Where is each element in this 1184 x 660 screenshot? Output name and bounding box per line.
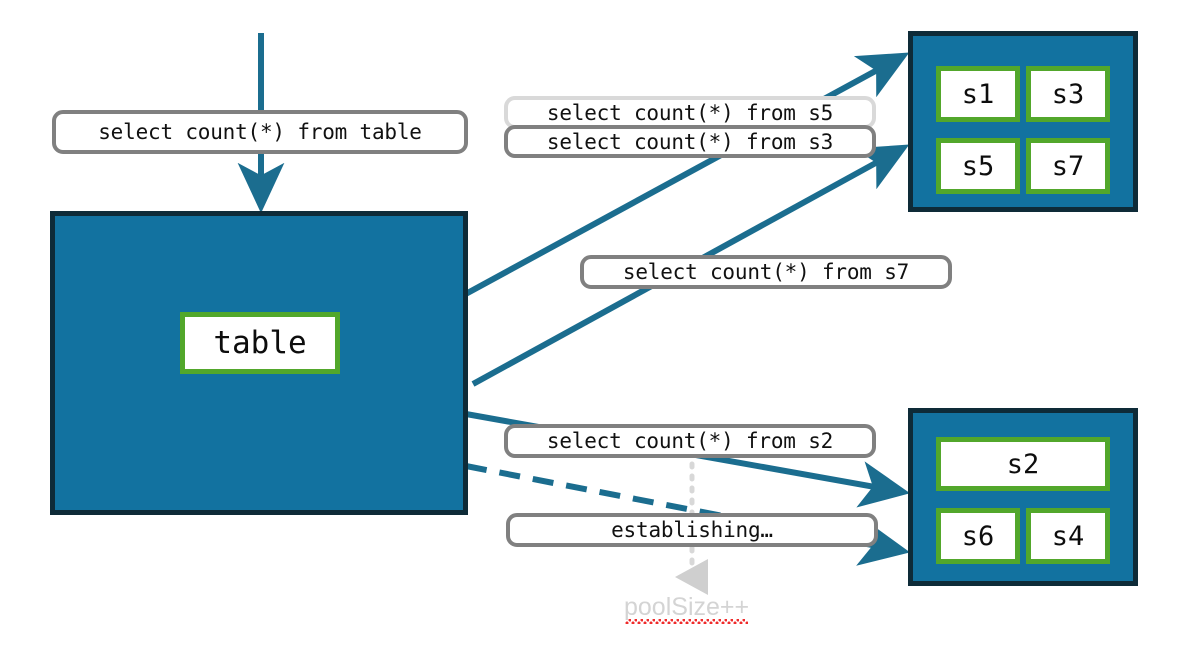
table-cell-label: table: [213, 325, 307, 361]
table-cell[interactable]: table: [180, 312, 340, 374]
poolsize-annotation-text: poolSize++: [624, 593, 750, 621]
pool-bottom-cell-s6[interactable]: s6: [936, 508, 1020, 564]
poolsize-annotation: poolSize++: [624, 593, 750, 624]
pool-bottom-cell-s4-label: s4: [1051, 520, 1085, 552]
query-label-s2-text: select count(*) from s2: [546, 429, 834, 453]
status-label-establishing[interactable]: establishing…: [506, 513, 878, 547]
pool-bottom-cell-s6-label: s6: [961, 520, 995, 552]
pool-top-cell-s7[interactable]: s7: [1026, 138, 1110, 194]
pool-bottom-cell-s2[interactable]: s2: [936, 437, 1110, 491]
query-label-source-text: select count(*) from table: [98, 120, 422, 144]
status-label-establishing-text: establishing…: [611, 518, 773, 542]
pool-bottom-cell-s2-label: s2: [1006, 448, 1040, 480]
spellcheck-underline: [625, 619, 749, 624]
pool-top-cell-s7-label: s7: [1051, 150, 1085, 182]
pool-top-cell-s3-label: s3: [1051, 78, 1085, 110]
query-label-s5-text: select count(*) from s5: [546, 100, 834, 125]
pool-top-cell-s5[interactable]: s5: [936, 138, 1020, 194]
query-label-source[interactable]: select count(*) from table: [52, 110, 468, 154]
pool-top-cell-s1-label: s1: [961, 78, 995, 110]
query-label-s3-text: select count(*) from s3: [546, 129, 834, 154]
pool-top-cell-s1[interactable]: s1: [936, 66, 1020, 122]
query-label-s3[interactable]: select count(*) from s3: [504, 125, 876, 158]
query-label-s2[interactable]: select count(*) from s2: [504, 424, 876, 458]
query-label-s7-text: select count(*) from s7: [622, 260, 910, 284]
pool-top-cell-s5-label: s5: [961, 150, 995, 182]
query-label-s7[interactable]: select count(*) from s7: [580, 255, 952, 289]
pool-top-cell-s3[interactable]: s3: [1026, 66, 1110, 122]
pool-bottom-cell-s4[interactable]: s4: [1026, 508, 1110, 564]
